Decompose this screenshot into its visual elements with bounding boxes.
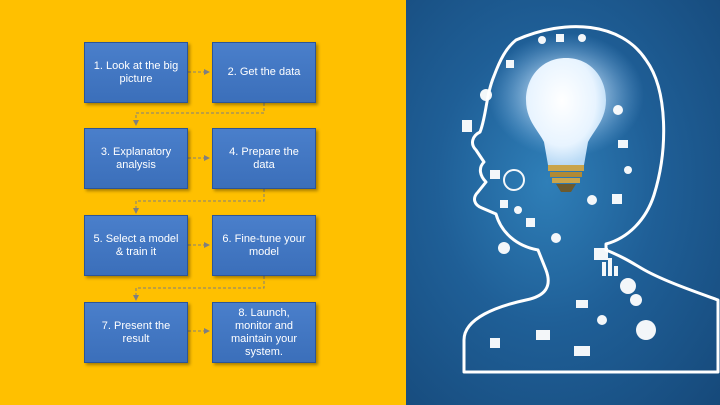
head-outline — [462, 25, 720, 374]
flowchart-panel: 1. Look at the big picture 2. Get the da… — [0, 0, 406, 405]
arrow-4-to-5 — [133, 189, 265, 214]
step-6-fine-tune-model: 6. Fine-tune your model — [212, 215, 316, 276]
illustration-panel — [406, 0, 720, 405]
briefcase-icon — [536, 330, 550, 340]
clock-icon — [503, 169, 525, 191]
arrow-2-to-3 — [133, 103, 265, 126]
step-7-present-result: 7. Present the result — [84, 302, 188, 363]
step-2-get-data: 2. Get the data — [212, 42, 316, 103]
people-icon — [490, 338, 500, 348]
location-pin-icon — [630, 294, 642, 306]
shopping-cart-icon — [576, 300, 588, 308]
step-1-look-at-big-picture: 1. Look at the big picture — [84, 42, 188, 103]
step-5-select-model: 5. Select a model & train it — [84, 215, 188, 276]
step-8-launch-monitor-maintain: 8. Launch, monitor and maintain your sys… — [212, 302, 316, 363]
chart-icon — [602, 262, 606, 276]
step-4-prepare-data: 4. Prepare the data — [212, 128, 316, 189]
step-3-explanatory-analysis: 3. Explanatory analysis — [84, 128, 188, 189]
head-illustration — [462, 25, 720, 374]
lightbulb-small-icon — [551, 233, 561, 243]
dollar-icon — [620, 278, 636, 294]
arrow-6-to-7 — [133, 276, 265, 301]
globe-icon — [498, 242, 510, 254]
laptop-icon — [574, 346, 590, 356]
calculator-icon — [594, 248, 608, 260]
calendar-icon — [490, 170, 500, 179]
pie-chart-icon — [636, 320, 656, 340]
connectors — [133, 69, 265, 334]
gear-icon — [480, 89, 492, 101]
decorative-icons — [462, 34, 656, 356]
lightbulb-icon — [526, 58, 606, 192]
document-icon — [462, 120, 472, 132]
